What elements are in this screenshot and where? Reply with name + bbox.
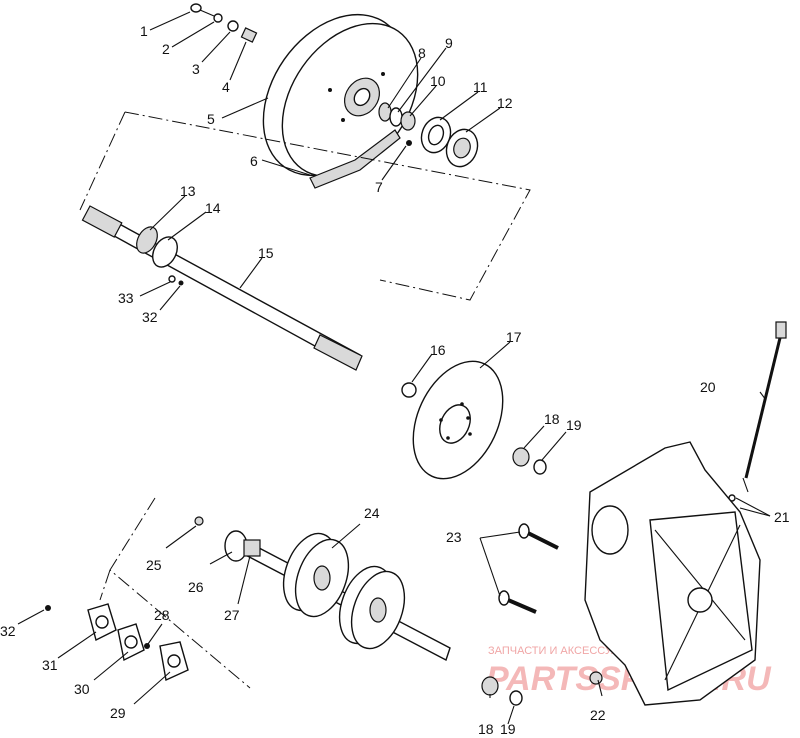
callout-22: 22 (590, 707, 606, 723)
callout-7: 7 (375, 179, 383, 195)
callout-3: 3 (192, 61, 200, 77)
callout-31: 31 (42, 657, 58, 673)
callout-32-top: 32 (142, 309, 158, 325)
spacer-part-4 (240, 27, 258, 43)
callout-labels: 1 2 3 4 5 6 7 8 9 10 11 12 13 14 15 33 3… (0, 23, 790, 737)
driven-shaft-part-15 (81, 205, 363, 371)
assembly-outline-bottom (99, 497, 251, 689)
bolt-part-23-upper (518, 523, 559, 550)
seal-part-19-top (533, 459, 547, 475)
washer-part-33 (168, 275, 176, 283)
callout-6: 6 (250, 153, 258, 169)
bolt-part-1 (190, 3, 215, 17)
callout-4: 4 (222, 79, 230, 95)
callout-27: 27 (224, 607, 240, 623)
callout-28: 28 (154, 607, 170, 623)
washer-part-3 (227, 20, 239, 32)
driven-pulley-assembly (190, 3, 479, 189)
callout-17: 17 (506, 329, 522, 345)
nut-part-32-top (178, 280, 184, 286)
seal-part-10 (400, 111, 416, 131)
washer-part-9 (389, 107, 403, 127)
drive-axle-part-24 (235, 532, 451, 662)
callout-32-bottom: 32 (0, 623, 16, 639)
dipstick-part-20 (742, 321, 787, 493)
o-ring-part-16 (401, 382, 417, 398)
callout-24: 24 (364, 505, 380, 521)
fitting-part-25 (194, 516, 204, 526)
callout-13: 13 (180, 183, 196, 199)
callout-19-bottom: 19 (500, 721, 516, 737)
flange-part-12 (445, 128, 479, 168)
plug-part-22 (589, 671, 603, 685)
callout-16: 16 (430, 342, 446, 358)
bearing-flange-part-30 (117, 623, 145, 662)
bearing-part-14 (152, 236, 178, 268)
bearing-part-18-bottom (481, 676, 499, 696)
callout-19-top: 19 (566, 417, 582, 433)
bearing-flange-part-31 (87, 603, 117, 642)
drive-chain-part-6 (309, 129, 401, 189)
pin-part-7 (406, 140, 412, 146)
callout-12: 12 (497, 95, 513, 111)
assembly-outline-top (79, 111, 531, 301)
chaincase-housing (584, 441, 761, 706)
callout-2: 2 (162, 41, 170, 57)
callout-11: 11 (473, 79, 488, 95)
seal-part-19-bottom (509, 690, 523, 706)
callout-9: 9 (445, 35, 453, 51)
callout-30: 30 (74, 681, 90, 697)
callout-18-top: 18 (544, 411, 560, 427)
collar-part-27 (243, 539, 261, 557)
bearing-flange-part-29 (159, 641, 189, 682)
callout-18-bottom: 18 (478, 721, 494, 737)
nut-part-32-bottom (45, 605, 51, 611)
bearing-part-18-top (512, 447, 530, 467)
callout-25: 25 (146, 557, 162, 573)
callout-1: 1 (140, 23, 148, 39)
washer-part-2 (213, 13, 223, 23)
bolt-part-23-lower (498, 590, 537, 614)
callout-26: 26 (188, 579, 204, 595)
callout-33: 33 (118, 290, 134, 306)
callout-23: 23 (446, 529, 462, 545)
callout-20: 20 (700, 379, 716, 395)
callout-10: 10 (430, 73, 446, 89)
callout-29: 29 (110, 705, 126, 721)
callout-8: 8 (418, 45, 426, 61)
callout-15: 15 (258, 245, 274, 261)
shaft-collar-part-13 (136, 226, 158, 254)
callout-21: 21 (774, 509, 790, 525)
callout-5: 5 (207, 111, 215, 127)
brake-disc-part-17 (412, 360, 504, 480)
fastener-part-28 (144, 643, 150, 649)
leader-lines (17, 11, 771, 725)
callout-14: 14 (205, 200, 221, 216)
